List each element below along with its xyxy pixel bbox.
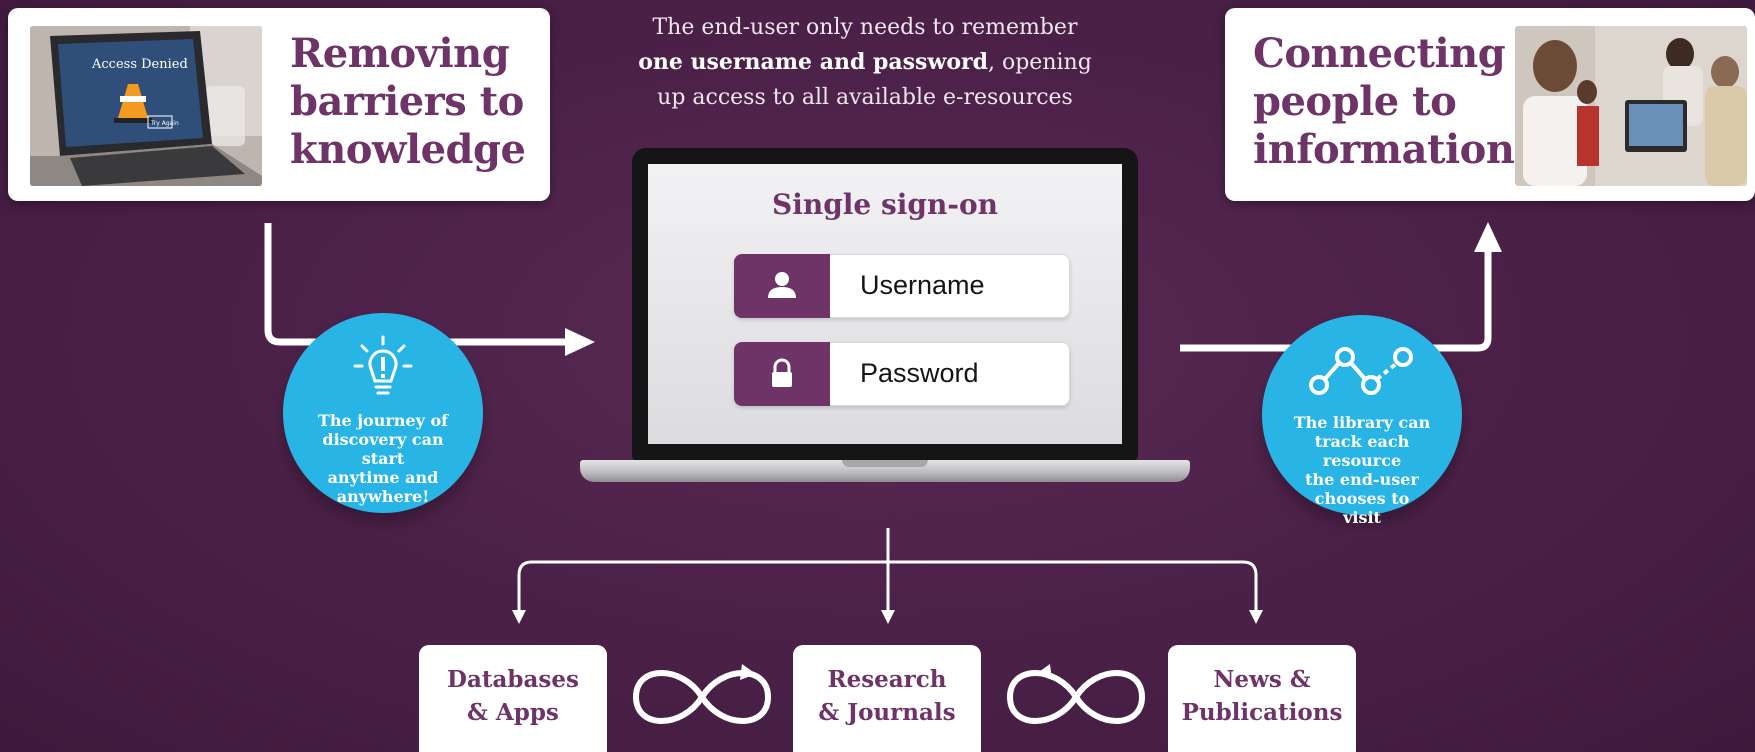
databases-apps-box: Databases & Apps	[419, 645, 607, 752]
intro-line-2: one username and password, opening	[595, 45, 1135, 80]
removing-barriers-title: Removing barriers to knowledge	[290, 30, 526, 173]
user-icon	[734, 254, 830, 318]
password-label: Password	[860, 358, 979, 388]
lock-icon	[734, 342, 830, 406]
journey-discovery-text: The journey of discovery can start anyti…	[317, 411, 449, 506]
arrow-head-to-right-card	[1474, 222, 1502, 252]
tracking-path-icon	[1307, 343, 1417, 403]
people-at-computers-photo	[1515, 26, 1747, 186]
arrow-head-center	[881, 610, 895, 624]
removing-barriers-card: Access Denied Try Again Removing barrier…	[8, 8, 550, 201]
library-tracking-text: The library can track each resource the …	[1293, 413, 1431, 527]
password-field[interactable]: Password	[734, 342, 1070, 406]
branch-connector	[517, 560, 1258, 612]
intro-line-1: The end-user only needs to remember	[652, 15, 1078, 40]
infinity-icon-right	[1006, 664, 1146, 724]
intro-line-2-rest: , opening	[987, 50, 1092, 75]
people-illustration	[1515, 26, 1747, 186]
arrow-to-right-card	[1180, 245, 1492, 352]
arrow-head-left	[512, 610, 526, 624]
username-label: Username	[860, 270, 985, 300]
intro-text: The end-user only needs to remember one …	[595, 10, 1135, 115]
laptop-screen: Single sign-on Username Password	[648, 164, 1122, 444]
arrow-head-right	[1249, 610, 1263, 624]
laptop-access-denied-illustration: Access Denied Try Again	[30, 26, 262, 186]
journey-discovery-circle: The journey of discovery can start anyti…	[283, 313, 483, 513]
connecting-people-card: Connecting people to information	[1225, 8, 1755, 201]
infinity-icon-left	[632, 664, 772, 724]
arrow-head-to-laptop	[565, 328, 595, 356]
access-denied-photo: Access Denied Try Again	[30, 26, 262, 186]
laptop-login-illustration: Single sign-on Username Password	[580, 148, 1190, 498]
laptop-base	[580, 460, 1190, 482]
single-sign-on-title: Single sign-on	[772, 188, 998, 221]
username-field[interactable]: Username	[734, 254, 1070, 318]
intro-bold: one username and password	[638, 49, 988, 75]
library-tracking-circle: The library can track each resource the …	[1262, 315, 1462, 527]
arrow-to-laptop	[264, 223, 575, 346]
photo-text-try-again: Try Again	[150, 120, 179, 127]
news-publications-box: News & Publications	[1168, 645, 1356, 752]
lightbulb-icon	[353, 335, 413, 405]
photo-text-access-denied: Access Denied	[91, 57, 188, 72]
connecting-people-title: Connecting people to information	[1253, 30, 1515, 173]
intro-line-3: up access to all available e-resources	[657, 85, 1073, 110]
laptop-notch	[842, 460, 928, 467]
research-journals-box: Research & Journals	[793, 645, 981, 752]
